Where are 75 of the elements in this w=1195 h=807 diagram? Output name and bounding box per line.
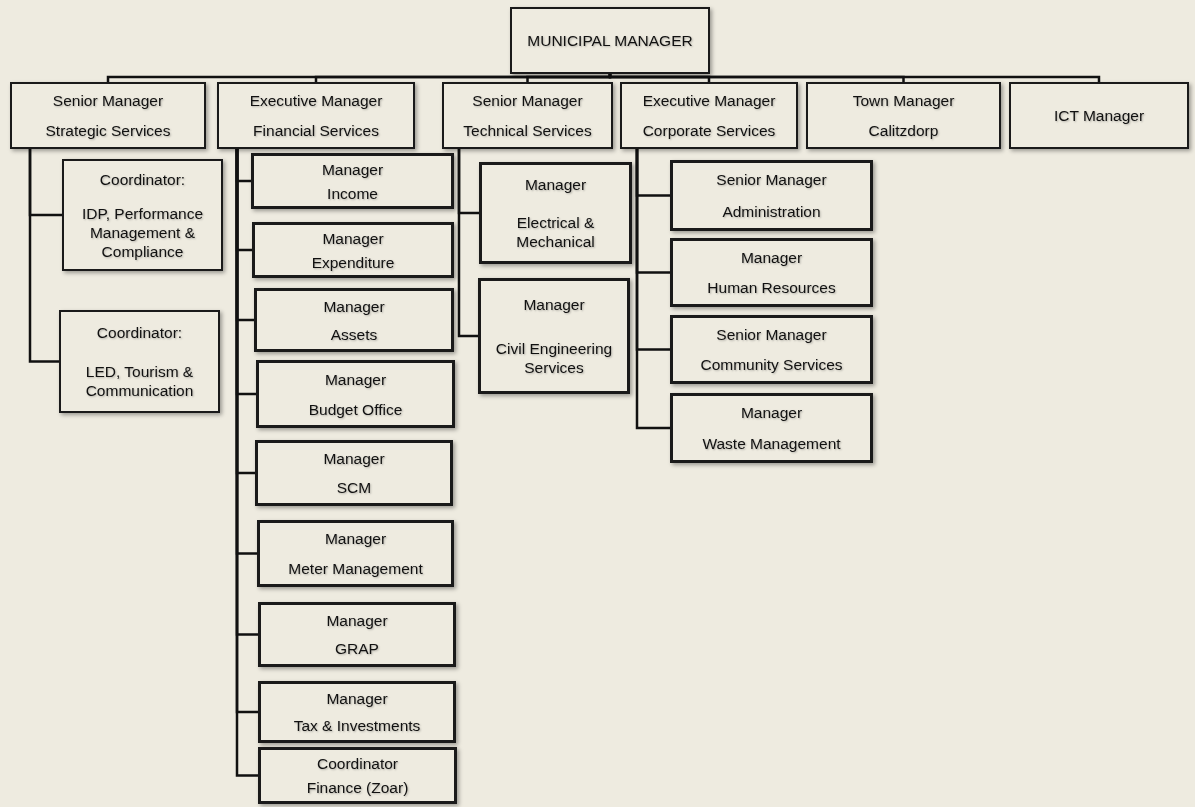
org-box [478,278,630,394]
unit-name: Budget Office [308,399,403,419]
role-title: Manager [324,369,387,389]
org-box [10,82,206,149]
org-box [510,7,710,74]
role-title: Coordinator: [96,323,183,342]
org-box [670,315,873,384]
role-title: Manager [326,689,388,708]
role-title: Town Manager [852,90,955,110]
unit-name: GRAP [335,639,379,659]
role-title: Senior Manager [716,170,827,190]
unit-name: Income [327,183,378,203]
org-box [255,440,453,506]
connector-line [526,74,612,82]
org-box [442,82,613,149]
org-box [251,153,454,209]
org-box [670,238,873,307]
org-box [670,393,873,463]
org-box [258,681,456,743]
role-title: Manager [523,294,585,314]
role-title: Manager [740,247,803,267]
unit-name: Finance (Zoar) [306,778,409,798]
role-title: Executive Manager [642,90,776,110]
unit-name: Financial Services [253,121,379,141]
org-box [257,520,454,587]
role-title: Manager [524,175,587,195]
org-box [258,747,457,804]
connector-line [28,149,59,363]
role-title: Manager [740,403,803,422]
unit-name: MUNICIPAL MANAGER [527,31,693,50]
unit-name: Meter Management [288,558,423,578]
role-title: Senior Manager [52,90,164,110]
role-title: Coordinator [317,753,398,773]
org-box [252,222,454,278]
org-box [806,82,1001,149]
unit-name: Assets [330,324,378,344]
role-title: Senior Manager [472,90,583,110]
role-title: Manager [321,159,384,179]
connector-line [457,149,478,338]
connector-line [608,73,1101,83]
org-box [620,82,798,149]
org-box [217,82,415,149]
role-title: Manager [324,529,387,549]
org-box [254,288,454,352]
org-box [62,159,223,271]
connector-line [635,149,670,430]
unit-name: Corporate Services [642,121,776,141]
org-box [258,602,456,667]
org-box [59,310,220,413]
unit-name: Tax & Investments [293,716,421,735]
unit-name: IDP, Performance Management & Compliance [80,203,205,261]
unit-name: Human Resources [707,278,836,298]
unit-name: Civil Engineering Services [494,339,614,378]
role-title: Executive Manager [249,90,383,110]
unit-name: Technical Services [463,121,592,141]
org-box [670,160,873,231]
unit-name: Expenditure [311,252,395,272]
unit-name: Administration [722,201,821,221]
org-box [479,162,632,264]
unit-name: Community Services [700,355,843,375]
org-box [1009,82,1189,149]
unit-name: Electrical & Mechanical [515,212,596,251]
role-title: Manager [326,610,388,630]
unit-name: Calitzdorp [868,121,939,141]
role-title: Manager [322,228,384,248]
role-title: Senior Manager [716,324,827,344]
unit-name: SCM [336,478,372,497]
unit-name: Waste Management [702,434,841,453]
unit-name: Strategic Services [45,121,171,141]
unit-name: LED, Tourism & Communication [84,362,195,400]
role-title: Manager [323,449,385,468]
role-title: Manager [323,296,385,316]
role-title: Coordinator: [99,169,186,189]
unit-name: ICT Manager [1053,106,1145,125]
org-box [256,360,455,428]
